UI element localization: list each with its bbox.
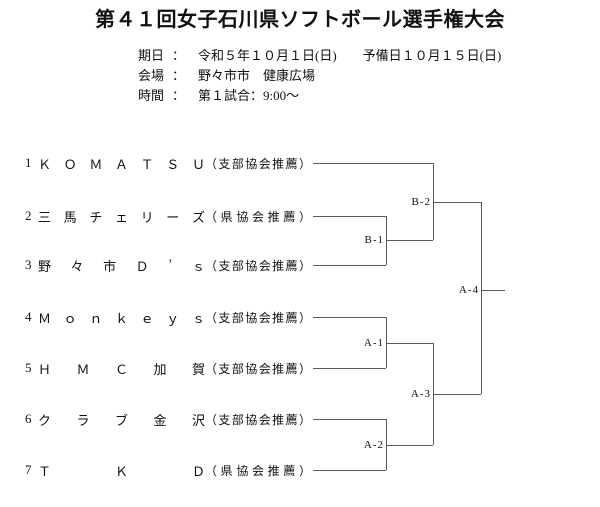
team-name: クラブ金沢	[38, 412, 205, 428]
champion-line	[481, 290, 505, 291]
match-b2-bracket	[433, 163, 434, 240]
team-affiliation: （支部協会推薦）	[205, 310, 311, 325]
info-colon: ：	[172, 68, 186, 83]
team-seed: 3	[25, 257, 32, 272]
team-affiliation: （支部協会推薦）	[205, 156, 311, 171]
team-affiliation: （県協会推薦）	[205, 209, 311, 224]
match-label-b2: B-2	[411, 196, 431, 208]
info-row-time: 時間 ： 第１試合：9:00～	[138, 88, 299, 103]
team-affiliation: （支部協会推薦）	[205, 412, 311, 427]
match-a3-winner-line	[433, 394, 481, 395]
info-label-venue: 会場	[138, 68, 165, 83]
info-value-venue: 野々市市 健康広場	[198, 68, 316, 83]
team-seed: 7	[25, 462, 32, 477]
team4-line	[313, 317, 386, 318]
team1-line	[313, 163, 433, 164]
match-label-a1: A-1	[363, 337, 384, 349]
team-row-6: 6 クラブ金沢 （支部協会推薦）	[25, 410, 311, 428]
match-a1-bracket	[386, 317, 387, 368]
team-row-2: 2 三馬チェリーズ （県協会推薦）	[25, 207, 311, 225]
info-label-time: 時間	[138, 88, 165, 103]
match-a3-bracket	[433, 343, 434, 445]
team7-line	[313, 470, 386, 471]
info-row-date: 期日 ： 令和５年１０月１日(日) 予備日１０月１５日(日)	[138, 48, 501, 63]
match-b1-bracket	[386, 216, 387, 265]
info-value-time: 第１試合：9:00～	[198, 88, 300, 103]
match-a4-bracket	[481, 202, 482, 394]
team-seed: 2	[25, 208, 32, 223]
team2-line	[313, 216, 386, 217]
team-seed: 5	[25, 360, 32, 375]
info-label-date: 期日	[138, 48, 165, 63]
team6-line	[313, 419, 386, 420]
match-b1-winner-line	[386, 240, 433, 241]
match-b2-winner-line	[433, 202, 481, 203]
team-seed: 4	[25, 309, 32, 324]
team3-line	[313, 265, 386, 266]
page-title: 第４１回女子石川県ソフトボール選手権大会	[95, 9, 505, 31]
match-label-a2: A-2	[363, 439, 384, 451]
info-value-date: 令和５年１０月１日(日) 予備日１０月１５日(日)	[198, 48, 502, 63]
team-affiliation: （県協会推薦）	[205, 463, 311, 478]
info-colon: ：	[172, 88, 186, 103]
match-a2-bracket	[386, 419, 387, 470]
team-affiliation: （支部協会推薦）	[205, 258, 311, 273]
match-label-a4: A-4	[458, 284, 479, 296]
match-label-a3: A-3	[410, 388, 431, 400]
match-a1-winner-line	[386, 343, 433, 344]
team-seed: 6	[25, 411, 32, 426]
team5-line	[313, 368, 386, 369]
team-name: 三馬チェリーズ	[38, 209, 205, 225]
team-seed: 1	[25, 155, 32, 170]
info-colon: ：	[172, 48, 186, 63]
match-a2-winner-line	[386, 445, 433, 446]
info-row-venue: 会場 ： 野々市市 健康広場	[138, 68, 315, 83]
team-affiliation: （支部協会推薦）	[205, 361, 311, 376]
match-label-b1: B-1	[364, 234, 384, 246]
